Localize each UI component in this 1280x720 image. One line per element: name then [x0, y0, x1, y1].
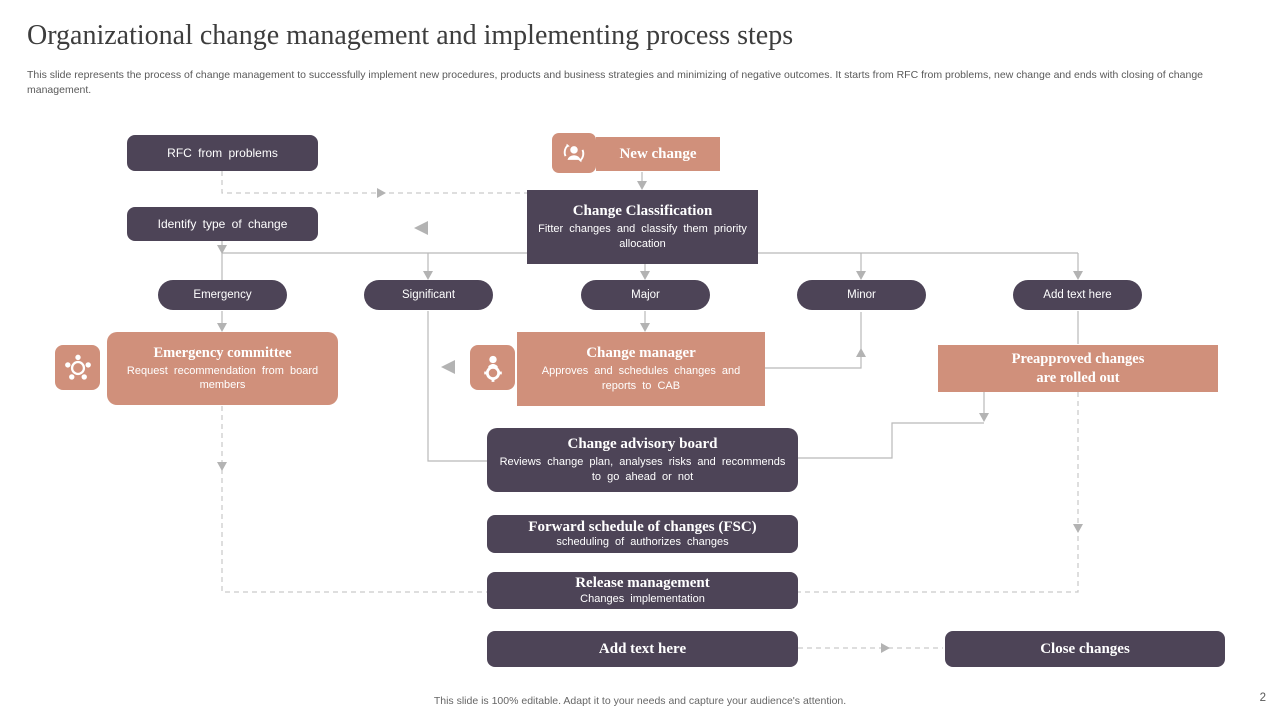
add-text-here-box: Add text here [487, 631, 798, 667]
float-left-arrow-icon [441, 360, 455, 374]
close-changes-box: Close changes [945, 631, 1225, 667]
box-title: Change advisory board [567, 436, 718, 453]
pill-add-text-here: Add text here [1013, 280, 1142, 310]
box-desc: Changes implementation [580, 592, 705, 605]
pill-major: Major [581, 280, 710, 310]
box-title: Emergency committee [153, 344, 292, 361]
forward-schedule-box: Forward schedule of changes (FSC) schedu… [487, 515, 798, 553]
person-refresh-icon [552, 133, 596, 173]
pill-significant: Significant [364, 280, 493, 310]
committee-people-icon [55, 345, 100, 390]
arrowheads [217, 181, 1083, 653]
slide-footer-note: This slide is 100% editable. Adapt it to… [433, 695, 847, 707]
box-title: Change Classification [572, 203, 713, 220]
box-desc: Fitter changes and classify them priorit… [538, 223, 747, 250]
page-title: Organizational change management and imp… [27, 20, 794, 51]
preapproved-changes-box: Preapproved changes are rolled out [938, 345, 1218, 392]
change-advisory-board-box: Change advisory board Reviews change pla… [487, 428, 798, 492]
rfc-from-problems-box: RFC from problems [127, 135, 318, 171]
page-number: 2 [1259, 692, 1266, 704]
float-left-arrow-icon [414, 221, 428, 235]
change-classification-box: Change Classification Fitter changes and… [527, 190, 758, 264]
release-management-box: Release management Changes implementatio… [487, 572, 798, 609]
box-desc: scheduling of authorizes changes [556, 536, 729, 549]
box-desc: Reviews change plan, analyses risks and … [499, 456, 786, 483]
slide-description: This slide represents the process of cha… [27, 69, 1204, 96]
box-desc: Approves and schedules changes and repor… [541, 365, 741, 392]
box-title: Release management [575, 575, 710, 592]
box-desc: Request recommendation from board member… [126, 364, 319, 392]
new-change-box: New change [596, 137, 720, 171]
change-manager-box: Change manager Approves and schedules ch… [517, 332, 765, 406]
box-title: Forward schedule of changes (FSC) [528, 518, 757, 535]
pill-emergency: Emergency [158, 280, 287, 310]
pill-minor: Minor [797, 280, 926, 310]
box-title: Change manager [586, 345, 696, 362]
identify-type-of-change-box: Identify type of change [127, 207, 318, 241]
person-gear-icon [470, 345, 515, 390]
emergency-committee-box: Emergency committee Request recommendati… [107, 332, 338, 405]
